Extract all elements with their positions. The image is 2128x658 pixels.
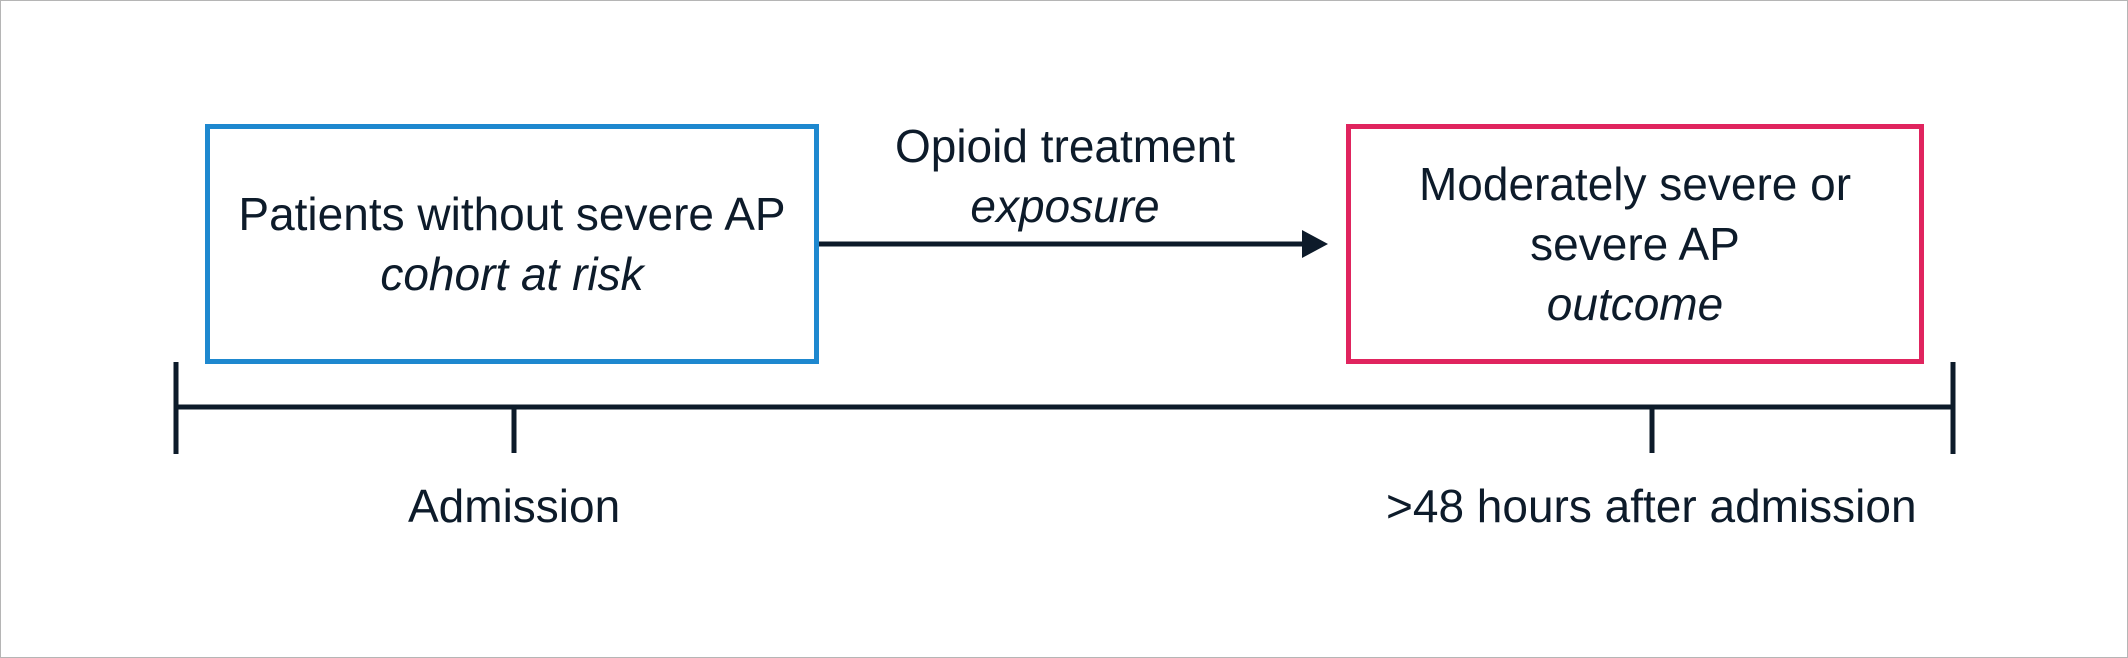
outcome-title-line1: Moderately severe or	[1418, 158, 1852, 210]
outcome-title-line2: severe AP	[1530, 218, 1740, 270]
outcome-subtitle: outcome	[1546, 278, 1724, 330]
cohort-title: Patients without severe AP	[238, 188, 786, 240]
after-admission-label: >48 hours after admission	[1386, 480, 1917, 532]
exposure-subtitle: exposure	[970, 180, 1160, 232]
exposure-label: Opioid treatment exposure	[860, 116, 1270, 236]
exposure-title: Opioid treatment	[894, 120, 1236, 172]
outcome-box: Moderately severe or severe AP outcome	[1346, 124, 1924, 364]
cohort-box: Patients without severe AP cohort at ris…	[205, 124, 819, 364]
exposure-arrow-head	[1302, 230, 1328, 258]
admission-label: Admission	[408, 480, 621, 532]
cohort-subtitle: cohort at risk	[380, 248, 644, 300]
